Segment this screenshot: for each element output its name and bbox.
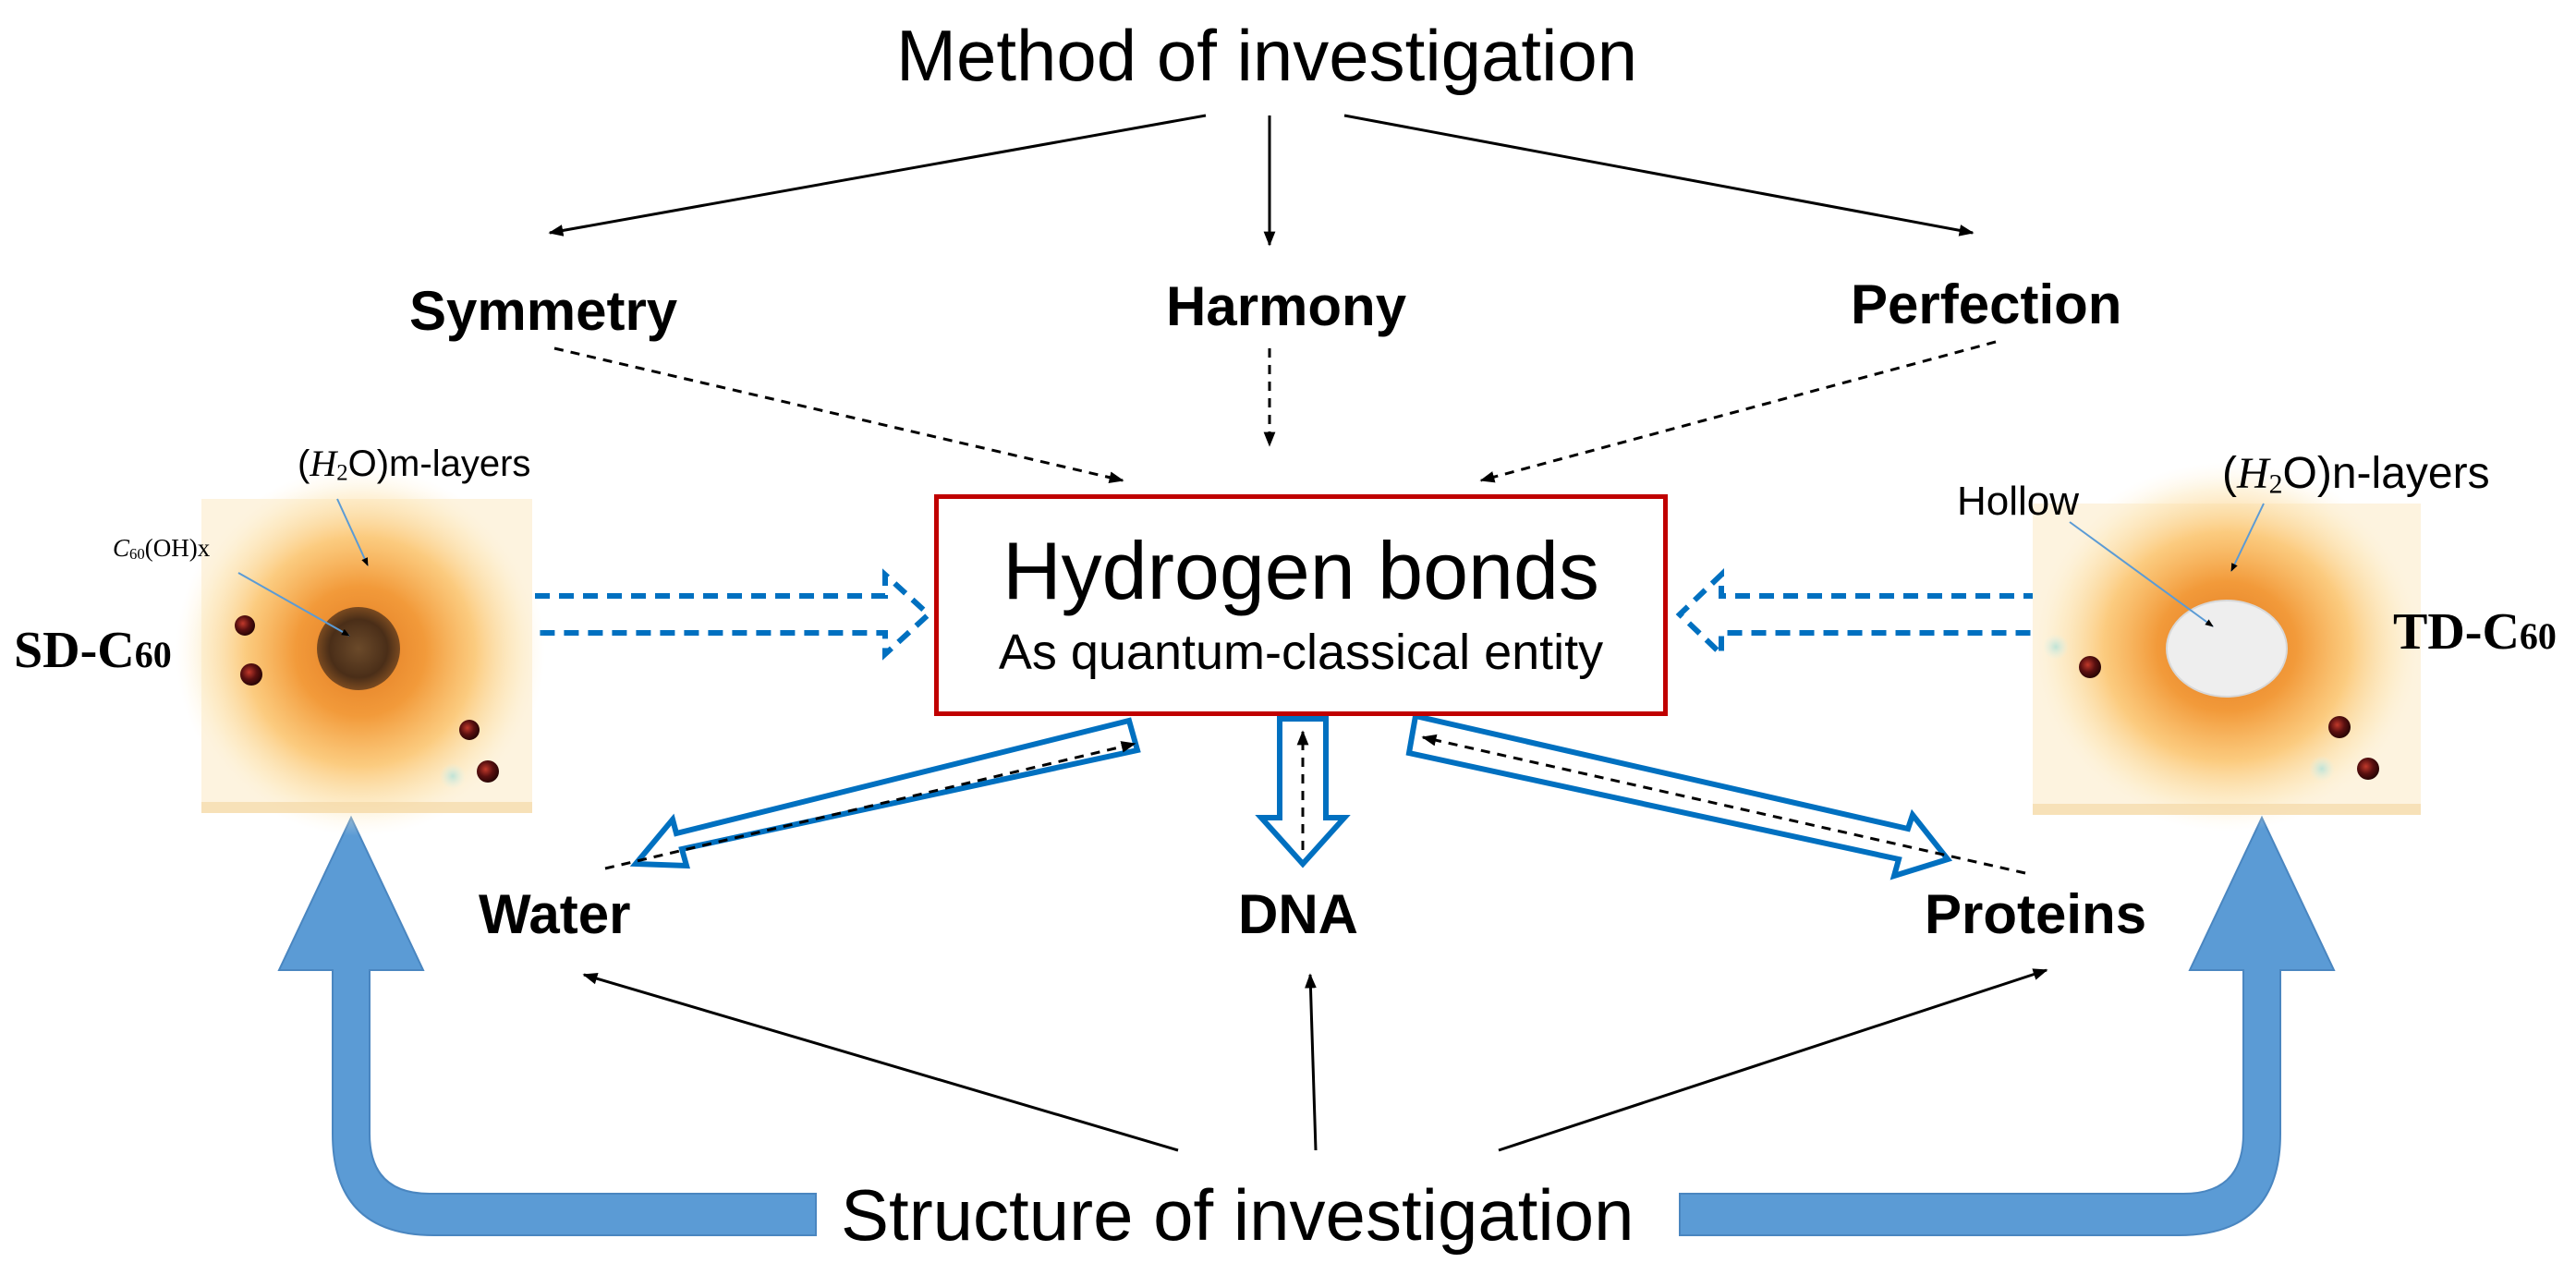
td-c60-particle — [2028, 462, 2425, 832]
dashed-symmetry-to-center — [553, 346, 1124, 483]
pointer-c60oh — [237, 572, 350, 637]
arrow-method-to-symmetry — [548, 114, 1207, 237]
perfection-label: Perfection — [1851, 273, 2122, 335]
sd-c60-label: SD-C60 — [14, 622, 172, 679]
center-subtitle: As quantum-classical entity — [998, 625, 1604, 680]
c60-oh-label: C60(OH)x — [113, 534, 211, 563]
pointer-hollow — [2069, 521, 2214, 627]
dashed-water-to-center — [604, 741, 1136, 870]
pointer-m-layers — [336, 498, 369, 566]
dashed-block-arrow-left — [508, 568, 933, 661]
arrow-structure-to-proteins — [1498, 968, 2048, 1152]
structure-of-investigation-label: Structure of investigation — [841, 1174, 1634, 1256]
dna-label: DNA — [1238, 883, 1358, 945]
left-big-arrow — [277, 815, 817, 1236]
dashed-proteins-to-center — [1421, 734, 2026, 875]
proteins-label: Proteins — [1925, 883, 2147, 945]
method-of-investigation-label: Method of investigation — [896, 15, 1638, 96]
m-layers-label: (H2O)m-layers — [298, 443, 531, 486]
right-big-arrow — [1679, 815, 2336, 1236]
hollow-label: Hollow — [1957, 479, 2080, 524]
arrow-structure-to-water — [582, 972, 1179, 1152]
center-title: Hydrogen bonds — [1002, 525, 1599, 616]
n-layers-label: (H2O)n-layers — [2222, 449, 2490, 500]
arrow-structure-to-dna — [1305, 973, 1318, 1151]
symmetry-label: Symmetry — [409, 280, 678, 342]
arrow-method-to-perfection — [1343, 114, 1975, 237]
dashed-block-arrow-right — [1675, 567, 2089, 662]
td-c60-label: TD-C60 — [2393, 603, 2557, 661]
hollow-arrow-to-water — [629, 717, 1141, 869]
dashed-perfection-to-center — [1479, 340, 1997, 483]
sd-c60-particle — [176, 467, 545, 836]
pointer-n-layers — [2230, 503, 2265, 572]
water-label: Water — [479, 883, 631, 945]
harmony-label: Harmony — [1166, 275, 1407, 337]
hydrogen-bonds-box: Hydrogen bonds As quantum-classical enti… — [934, 494, 1668, 716]
